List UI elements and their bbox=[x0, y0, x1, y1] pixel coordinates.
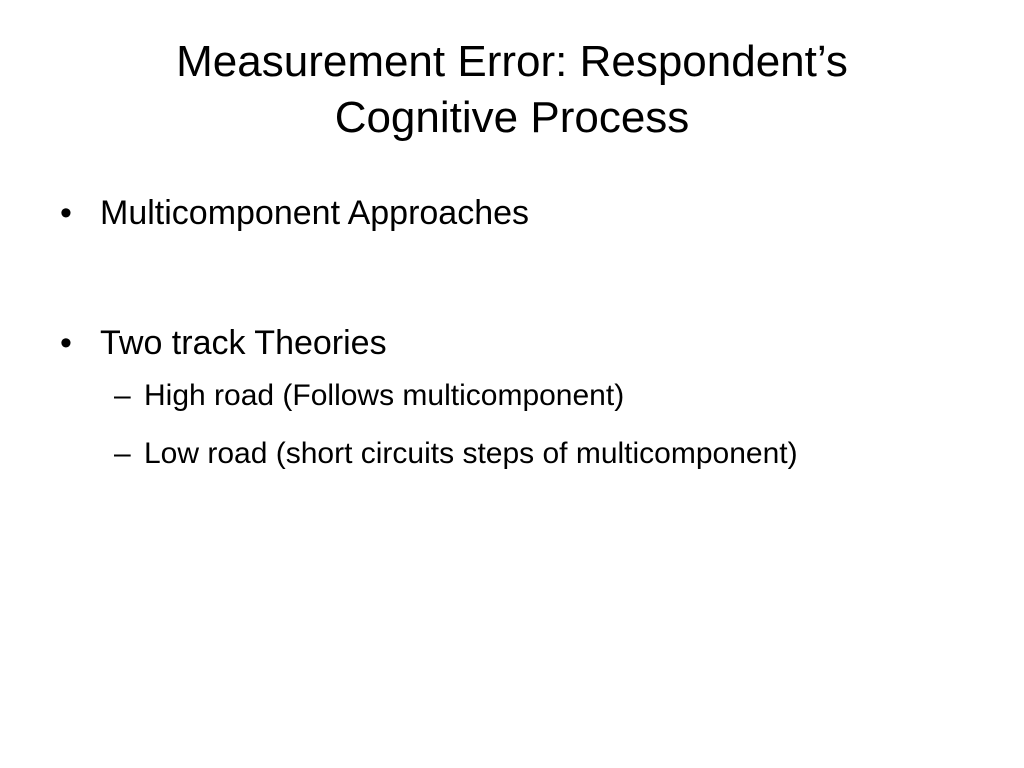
bullet-item: • Two track Theories bbox=[60, 320, 964, 366]
sub-bullet-text: Low road (short circuits steps of multic… bbox=[144, 437, 798, 470]
sub-bullet-text: High road (Follows multicomponent) bbox=[144, 379, 625, 412]
sub-bullet-item: – High road (Follows multicomponent) bbox=[60, 376, 964, 416]
sub-bullet-marker: – bbox=[114, 379, 131, 412]
bullet-marker: • bbox=[60, 324, 72, 362]
sub-bullet-marker: – bbox=[114, 437, 131, 470]
sub-bullet-list: – High road (Follows multicomponent) – L… bbox=[60, 376, 964, 474]
title-line-2: Cognitive Process bbox=[334, 93, 690, 142]
sub-bullet-item: – Low road (short circuits steps of mult… bbox=[60, 434, 964, 474]
slide-title: Measurement Error: Respondent’s Cognitiv… bbox=[60, 34, 964, 146]
bullet-text: Two track Theories bbox=[100, 324, 387, 362]
bullet-marker: • bbox=[60, 194, 72, 232]
slide-content: • Multicomponent Approaches • Two track … bbox=[60, 190, 964, 492]
bullet-item: • Multicomponent Approaches bbox=[60, 190, 964, 236]
title-line-1: Measurement Error: Respondent’s bbox=[176, 37, 848, 86]
bullet-text: Multicomponent Approaches bbox=[100, 194, 530, 232]
